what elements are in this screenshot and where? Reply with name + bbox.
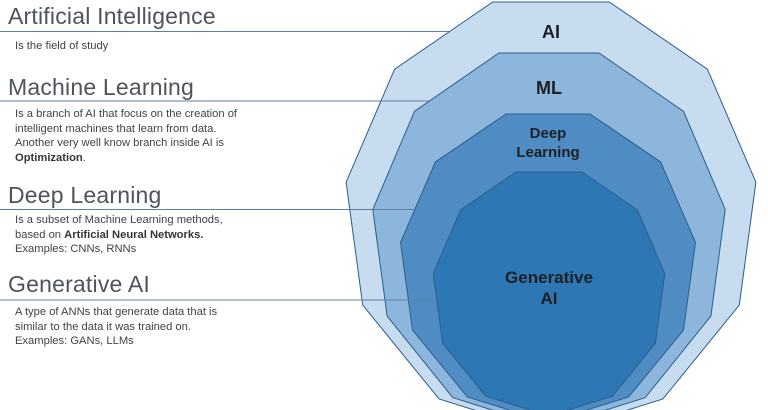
- layer-label-ai: AI: [542, 22, 560, 42]
- section-heading-deep-learning: Deep Learning: [8, 182, 162, 208]
- section-heading-artificial-intelligence: Artificial Intelligence: [8, 3, 216, 29]
- section-body-machine-learning: Is a branch of AI that focus on the crea…: [15, 108, 238, 164]
- section-body-deep-learning: Is a subset of Machine Learning methods,…: [15, 214, 223, 256]
- section-heading-generative-ai: Generative AI: [8, 271, 150, 297]
- layer-label-ml: ML: [536, 78, 562, 98]
- section-heading-machine-learning: Machine Learning: [8, 74, 195, 100]
- layer-polygon-generative-ai: [432, 171, 666, 410]
- section-body-generative-ai: A type of ANNs that generate data that i…: [15, 306, 218, 348]
- section-body-artificial-intelligence: Is the field of study: [15, 40, 109, 52]
